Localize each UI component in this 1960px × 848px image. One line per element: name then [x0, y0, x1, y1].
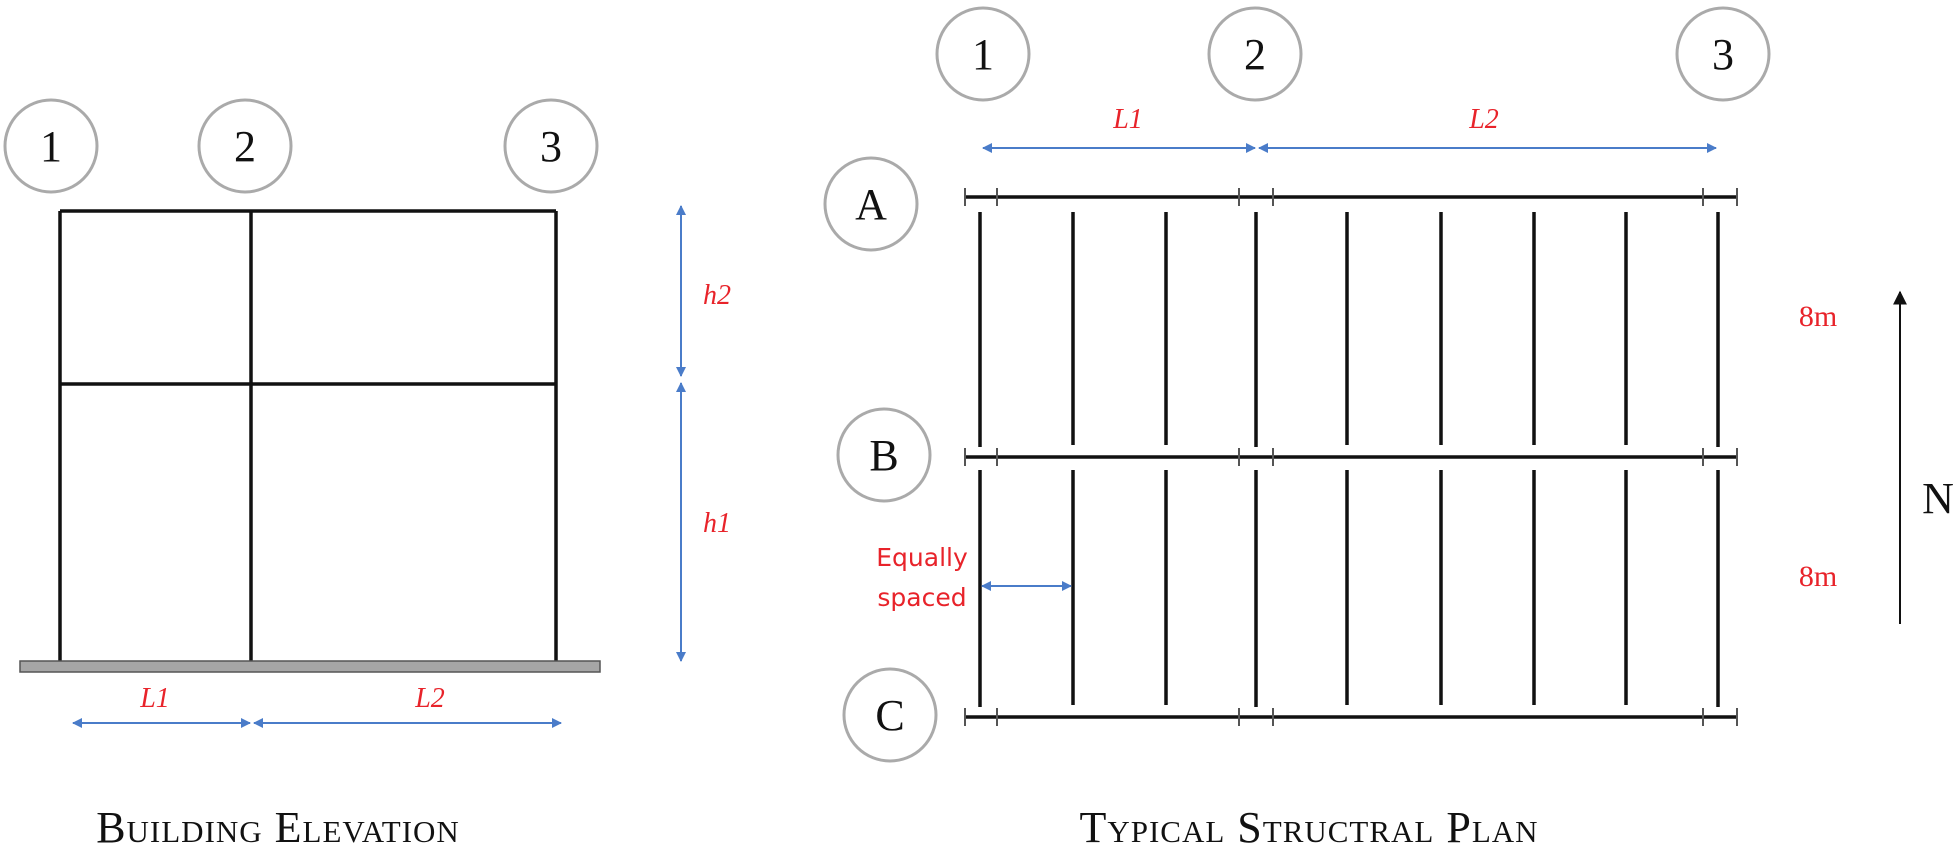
elevation-grid-label-1: 1 [40, 122, 62, 171]
l1-plan-label: L1 [1112, 104, 1143, 135]
plan-row-bubble-b: B [836, 407, 932, 503]
north-label: N [1922, 474, 1954, 523]
elevation-grid-bubble-1: 1 [3, 98, 99, 194]
plan-row-label-c: C [875, 691, 904, 740]
elevation-grid-bubble-2: 2 [197, 98, 293, 194]
l1-elevation-label: L1 [139, 683, 170, 714]
plan-row-label-a: A [855, 180, 887, 229]
equally-spaced-label-line-2: spaced [877, 583, 966, 612]
h2-label: h2 [703, 280, 731, 311]
girder-connection-ticks [964, 188, 1738, 726]
plan-grid-bubble-3: 3 [1675, 6, 1771, 102]
plan-grid-label-1: 1 [972, 30, 994, 79]
building-elevation: 1 2 3 h2 h1 L1 L2 Building Elevation [3, 98, 731, 848]
plan-grid-label-3: 3 [1712, 30, 1734, 79]
l2-plan-label: L2 [1468, 104, 1499, 135]
equally-spaced-label-line-1: Equally [876, 543, 968, 572]
plan-title: Typical Structral Plan [1079, 803, 1538, 848]
l2-elevation-label: L2 [414, 683, 445, 714]
ground-slab [19, 660, 601, 673]
plan-grid-label-2: 2 [1244, 30, 1266, 79]
plan-row-bubble-a: A [823, 156, 919, 252]
elevation-grid-bubble-3: 3 [503, 98, 599, 194]
beams-bay-bc [978, 470, 1720, 707]
bay-depth-bc-label: 8m [1799, 560, 1837, 593]
beams-bay-ab [978, 212, 1720, 447]
plan-grid-bubble-2: 2 [1207, 6, 1303, 102]
elevation-title: Building Elevation [96, 803, 460, 848]
typical-structural-plan: 1 2 3 A B C L1 L2 [823, 6, 1954, 848]
plan-row-bubble-c: C [842, 667, 938, 763]
elevation-grid-label-2: 2 [234, 122, 256, 171]
elevation-grid-label-3: 3 [540, 122, 562, 171]
h1-label: h1 [703, 508, 731, 539]
girders [965, 195, 1738, 719]
elevation-frame [58, 209, 558, 662]
bay-depth-ab-label: 8m [1799, 300, 1837, 333]
plan-row-label-b: B [869, 431, 898, 480]
plan-grid-bubble-1: 1 [935, 6, 1031, 102]
